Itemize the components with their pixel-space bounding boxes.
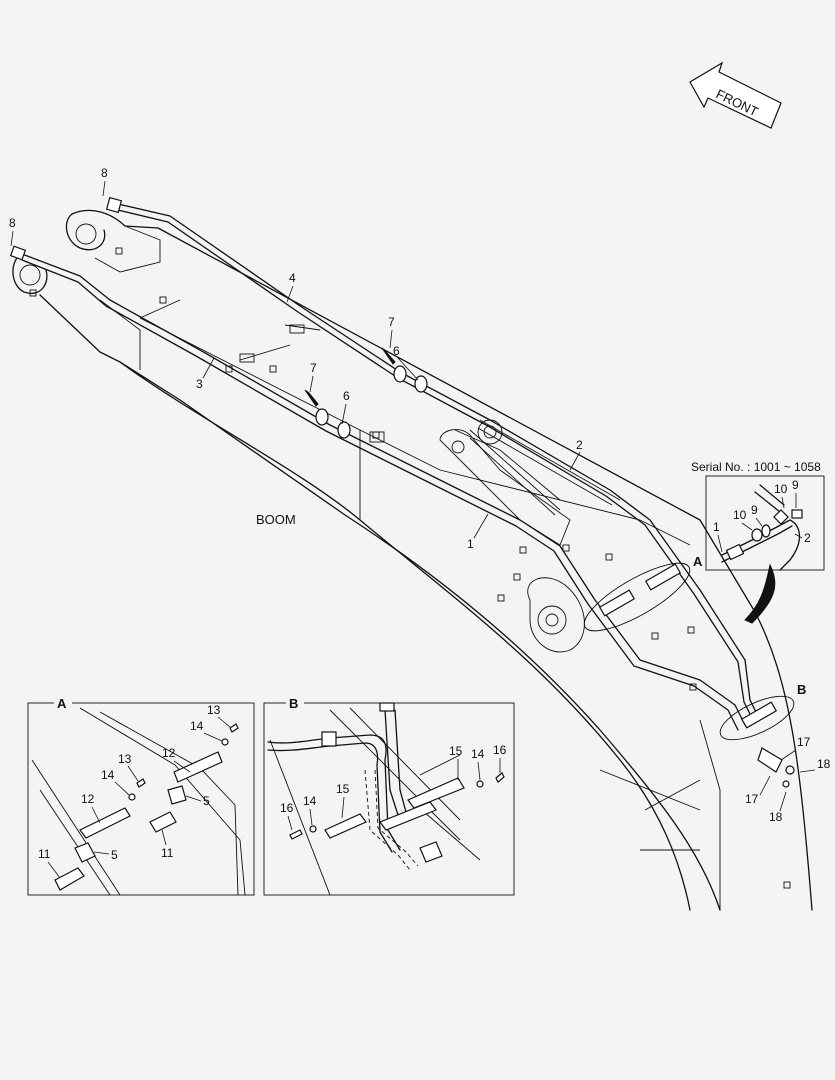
- callout-8a: 8: [101, 166, 108, 180]
- main-callouts: 1 2 3 4 6 6 7 7 8 8 17 17 18 18: [9, 166, 831, 824]
- a-callout-5b: 5: [111, 848, 118, 862]
- callout-6a: 6: [393, 344, 400, 358]
- serial-callout-10b: 10: [733, 508, 747, 522]
- b-callout-15a: 15: [449, 744, 463, 758]
- a-callout-14a: 14: [190, 719, 204, 733]
- callout-1: 1: [467, 537, 474, 551]
- serial-callout-2: 2: [804, 531, 811, 545]
- callout-18b: 18: [769, 810, 783, 824]
- a-callout-14b: 14: [101, 768, 115, 782]
- serial-inset: Serial No. : 1001 ~ 1058 1 2 9 9 10 10: [691, 460, 825, 571]
- callout-17a: 17: [797, 735, 811, 749]
- a-callout-12b: 12: [81, 792, 95, 806]
- boom-outline: [12, 209, 813, 911]
- front-arrow: FRONT: [689, 61, 782, 129]
- a-callout-5a: 5: [203, 794, 210, 808]
- boom-label: BOOM: [256, 512, 296, 527]
- callout-8b: 8: [9, 216, 16, 230]
- serial-callout-1: 1: [713, 520, 720, 534]
- callout-7b: 7: [310, 361, 317, 375]
- a-callout-13a: 13: [207, 703, 221, 717]
- detail-a-title: A: [57, 696, 67, 711]
- callout-18a: 18: [817, 757, 831, 771]
- pipes: [9, 196, 761, 731]
- detail-marker-a: A: [583, 554, 703, 632]
- detail-b-title: B: [289, 696, 298, 711]
- detail-a-marker-label: A: [693, 554, 703, 569]
- b-callout-14b: 14: [303, 794, 317, 808]
- serial-callout-9a: 9: [792, 478, 799, 492]
- a-callout-11b: 11: [38, 847, 51, 861]
- a-callout-13b: 13: [118, 752, 132, 766]
- inset-pointer: [744, 563, 776, 624]
- detail-marker-b: B: [719, 682, 806, 788]
- callout-2: 2: [576, 438, 583, 452]
- callout-7a: 7: [388, 315, 395, 329]
- serial-callout-9b: 9: [751, 503, 758, 517]
- detail-b-panel: B 15 15 14 14 16 16: [263, 694, 515, 896]
- callout-17b: 17: [745, 792, 759, 806]
- serial-caption: Serial No. : 1001 ~ 1058: [691, 460, 821, 474]
- b-callout-16a: 16: [493, 743, 507, 757]
- a-callout-11a: 11: [161, 846, 174, 860]
- callout-4: 4: [289, 271, 296, 285]
- detail-b-marker-label: B: [797, 682, 806, 697]
- a-callout-12a: 12: [162, 746, 176, 760]
- serial-callout-10a: 10: [774, 482, 788, 496]
- detail-a-panel: A 13 13 14 14 12 12 5 5 11 11: [27, 694, 255, 896]
- b-callout-15b: 15: [336, 782, 350, 796]
- b-callout-16b: 16: [280, 801, 294, 815]
- b-callout-14a: 14: [471, 747, 485, 761]
- callout-6b: 6: [343, 389, 350, 403]
- callout-3: 3: [196, 377, 203, 391]
